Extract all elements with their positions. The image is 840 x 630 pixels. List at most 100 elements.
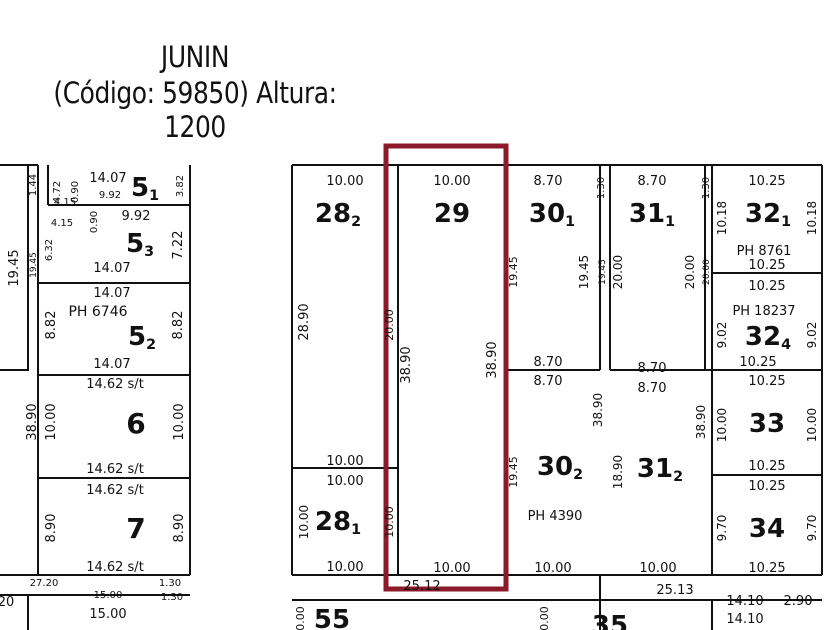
- left-15-00b: 15.00: [89, 607, 126, 622]
- parcel-number-5-2: 52: [128, 322, 156, 353]
- parcel-29-front: 10.00: [433, 174, 470, 189]
- parcel-6-depth: 10.00: [44, 403, 59, 440]
- parcel-32-1-back: 10.25: [748, 258, 785, 273]
- parcel-28-1-front: 10.00: [326, 474, 363, 489]
- parcel-33-depth: 10.00: [715, 408, 729, 442]
- left-4-15a: 4.15: [54, 197, 76, 208]
- parcel-31-2-back: 10.00: [639, 561, 676, 576]
- parcel-number-31-2: 312: [637, 454, 683, 485]
- parcel-34-back: 10.25: [748, 561, 785, 576]
- parcel-5-2-depth-b: 8.82: [171, 311, 186, 340]
- parcel-number-30-1: 301: [529, 199, 575, 230]
- parcel-32-34-lines: [711, 165, 822, 575]
- left-4-72: 4.72: [52, 181, 63, 203]
- parcel-30-1-depth: 19.45: [577, 255, 591, 289]
- parcel-31-1-1-30: 1.30: [701, 177, 712, 199]
- parcel-33-back: 10.25: [748, 459, 785, 474]
- parcel-30-1-back: 8.70: [534, 355, 563, 370]
- parcel-5-2-back: 14.07: [93, 357, 130, 372]
- parcel-number-32-4: 324: [745, 322, 791, 353]
- parcel-31-2-front: 8.70: [638, 381, 667, 396]
- parcel-5-2-depth: 8.82: [44, 311, 59, 340]
- parcel-6-front: 14.62 s/t: [86, 377, 144, 392]
- parcel-5-3-back: 14.07: [93, 261, 130, 276]
- parcel-32-1-ph: PH 8761: [737, 244, 792, 259]
- parcel-29-back: 10.00: [433, 561, 470, 576]
- parcel-5-1-back: 9.92: [99, 190, 121, 201]
- parcel-7-depth: 8.90: [44, 514, 59, 543]
- parcel-number-32-1: 321: [745, 199, 791, 230]
- parcel-number-28-2: 282: [315, 199, 361, 230]
- parcel-number-5-3: 53: [126, 229, 154, 260]
- left-1-44: 1.44: [28, 174, 39, 196]
- left-0-90a: 0.90: [70, 181, 81, 203]
- parcel-number-29: 29: [434, 199, 470, 229]
- left-0-90b: 0.90: [89, 211, 100, 233]
- parcel-31-1-20-00: 20.00: [702, 259, 712, 285]
- parcel-number-55: 55: [314, 605, 350, 630]
- parcel-35-depth: 2.90: [784, 594, 813, 609]
- parcel-number-5-1: 51: [131, 173, 159, 204]
- parcel-30-1-front: 8.70: [534, 174, 563, 189]
- parcel-5-2-front: 14.07: [93, 286, 130, 301]
- left-parcel-19-45: [0, 164, 29, 371]
- parcel-number-28-1: 281: [315, 507, 361, 538]
- parcel-6-back: 14.62 s/t: [86, 462, 144, 477]
- highlight-parcel-29[interactable]: [383, 143, 509, 592]
- parcel-28-2-front: 10.00: [326, 174, 363, 189]
- left-15-00a: 15.00: [94, 590, 123, 601]
- parcel-5-3-front: 9.92: [122, 209, 151, 224]
- parcel-number-30-2: 302: [537, 452, 583, 483]
- parcel-32-4-ph: PH 18237: [732, 304, 795, 319]
- parcel-28-1-10-00: 10.00: [383, 506, 396, 538]
- parcel-35-front-b: 14.10: [726, 612, 763, 627]
- street-name: JUNIN: [160, 40, 230, 74]
- parcel-28-1-depth: 10.00: [297, 505, 311, 539]
- parcel-31-1-back: 8.70: [638, 361, 667, 376]
- parcel-29-20-00: 20.00: [383, 309, 396, 341]
- parcel-30-lines: [505, 165, 601, 371]
- parcel-number-7: 7: [126, 512, 145, 545]
- left-20: 20: [0, 595, 14, 610]
- parcel-32-4-depth: 9.02: [715, 322, 729, 349]
- left-27-20: 27.20: [30, 578, 59, 589]
- parcel-31-1-front: 8.70: [638, 174, 667, 189]
- parcel-34-front: 10.25: [748, 479, 785, 494]
- parcel-31-2-depth: 18.90: [611, 455, 625, 489]
- parcel-30-2-ph: PH 4390: [528, 509, 583, 524]
- parcel-34-depth-b: 9.70: [805, 515, 819, 542]
- parcel-29-depth-b: 38.90: [485, 341, 500, 378]
- parcel-30-1-depth-b: 19.45: [507, 256, 520, 288]
- parcel-30-2-back: 10.00: [534, 561, 571, 576]
- right-block-outline: [291, 164, 823, 576]
- left-4-15b: 4.15: [51, 218, 73, 229]
- lower-block-lines: [292, 575, 822, 630]
- parcel-number-33: 33: [749, 409, 785, 439]
- parcel-31-1-19-45: 19.45: [598, 259, 608, 285]
- parcel-30-2-depth: 19.45: [507, 456, 520, 488]
- left-subdivision: [0, 165, 190, 630]
- block-25-12: 25.12: [403, 579, 440, 594]
- parcel-7-front: 14.62 s/t: [86, 483, 144, 498]
- left-19-45-small: 19.45: [29, 252, 39, 278]
- labels-layer: 282 10.00 10.00 28.90 29 10.00 38.90 38.90 10.00…: [0, 171, 819, 630]
- left-1-30a: 1.30: [159, 578, 181, 589]
- parcel-32-4-back: 10.25: [739, 355, 776, 370]
- parcel-34-depth: 9.70: [715, 515, 729, 542]
- parcel-28-lines: [292, 165, 399, 575]
- left-19-45: 19.45: [7, 249, 22, 286]
- parcel-31-1-depth-b: 20.00: [683, 255, 697, 289]
- parcel-28-2-depth: 28.90: [297, 303, 312, 340]
- left-1-30b: 1.30: [161, 592, 183, 603]
- parcel-28-1-back: 10.00: [326, 560, 363, 575]
- parcel-5-1-front: 14.07: [89, 171, 126, 186]
- left-38-90: 38.90: [25, 403, 40, 440]
- parcel-6-depth-b: 10.00: [172, 403, 187, 440]
- lower-20-00a: 20.00: [538, 606, 551, 630]
- parcel-30-2-38-90: 38.90: [591, 393, 605, 427]
- parcel-7-depth-b: 8.90: [172, 514, 187, 543]
- block-25-13: 25.13: [656, 583, 693, 598]
- street-code-height: (Código: 59850) Altura: 1200: [53, 76, 337, 144]
- parcel-number-31-1: 311: [629, 199, 675, 230]
- parcel-28-2-back: 10.00: [326, 454, 363, 469]
